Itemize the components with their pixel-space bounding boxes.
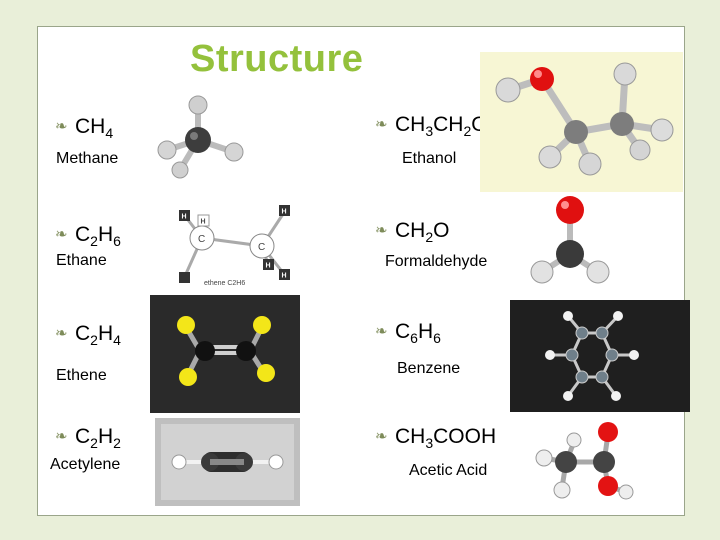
name-acetic-acid: Acetic Acid bbox=[409, 462, 488, 479]
formula-subscript: 6 bbox=[410, 330, 418, 346]
ethane-atom-label: H bbox=[282, 209, 287, 216]
leaf-bullet-icon: ❧ bbox=[375, 116, 388, 133]
leaf-bullet-icon: ❧ bbox=[375, 428, 388, 445]
formula-subscript: 2 bbox=[90, 435, 98, 451]
formula-subscript: 2 bbox=[425, 229, 434, 245]
formula-text: C bbox=[75, 322, 91, 345]
leaf-bullet-icon: ❧ bbox=[375, 222, 388, 239]
formula-methane: ❧ CH4 bbox=[55, 115, 113, 141]
formula-ethene: ❧ C2H4 bbox=[55, 322, 121, 348]
formula-text: COOH bbox=[433, 425, 497, 448]
ethane-diagram-caption: ethene C2H6 bbox=[204, 280, 245, 287]
name-ethanol: Ethanol bbox=[402, 150, 457, 167]
leaf-bullet-icon: ❧ bbox=[55, 118, 68, 135]
formula-text: CH bbox=[395, 219, 426, 242]
methane-model-image bbox=[150, 90, 250, 180]
leaf-bullet-icon: ❧ bbox=[55, 226, 68, 243]
formula-subscript: 4 bbox=[105, 125, 114, 141]
benzene-model-image bbox=[510, 300, 690, 412]
formula-text: H bbox=[97, 322, 114, 345]
formula-text: H bbox=[97, 425, 114, 448]
formula-text: CH bbox=[395, 425, 426, 448]
formula-text: C bbox=[75, 425, 91, 448]
ethane-atom-label: C bbox=[198, 234, 205, 245]
formula-acetic-acid: ❧ CH3COOH bbox=[375, 425, 496, 451]
formula-subscript: 6 bbox=[113, 233, 121, 249]
ethanol-model-image bbox=[480, 52, 683, 192]
formula-text: C bbox=[395, 320, 411, 343]
ethane-atom-label: H bbox=[266, 263, 271, 270]
ethane-atom-label: C bbox=[258, 242, 265, 253]
formula-subscript: 2 bbox=[90, 233, 98, 249]
name-benzene: Benzene bbox=[397, 360, 461, 377]
formula-text: C bbox=[75, 223, 91, 246]
formula-ethane: ❧ C2H6 bbox=[55, 223, 121, 249]
formula-subscript: 2 bbox=[463, 123, 472, 139]
ethane-atom-label: H bbox=[182, 214, 187, 221]
leaf-bullet-icon: ❧ bbox=[55, 428, 68, 445]
formula-text: CH bbox=[395, 113, 426, 136]
leaf-bullet-icon: ❧ bbox=[375, 323, 388, 340]
formula-subscript: 2 bbox=[90, 332, 98, 348]
formaldehyde-model-image bbox=[520, 192, 620, 288]
ethane-atom-label: H bbox=[282, 273, 287, 280]
formula-text: O bbox=[433, 219, 450, 242]
ethane-diagram-image: H H C C H H H ethene C2H6 bbox=[172, 200, 300, 292]
name-methane: Methane bbox=[56, 150, 119, 167]
acetylene-model-image bbox=[155, 418, 300, 506]
name-ethene: Ethene bbox=[56, 367, 107, 384]
slide-title: Structure bbox=[190, 38, 364, 80]
formula-benzene: ❧C6H6 bbox=[375, 320, 441, 346]
name-ethane: Ethane bbox=[56, 252, 107, 269]
formula-text: H bbox=[417, 320, 434, 343]
formula-text: CH bbox=[433, 113, 464, 136]
formula-subscript: 3 bbox=[425, 123, 434, 139]
leaf-bullet-icon: ❧ bbox=[55, 325, 68, 342]
formula-text: CH bbox=[75, 115, 106, 138]
acetic-acid-model-image bbox=[522, 418, 650, 506]
formula-subscript: 4 bbox=[113, 332, 121, 348]
formula-text: H bbox=[97, 223, 114, 246]
name-acetylene: Acetylene bbox=[50, 456, 121, 473]
formula-subscript: 6 bbox=[433, 330, 441, 346]
name-formaldehyde: Formaldehyde bbox=[385, 253, 488, 270]
formula-acetylene: ❧C2H2 bbox=[55, 425, 121, 451]
formula-formaldehyde: ❧ CH2O bbox=[375, 219, 449, 245]
formula-subscript: 3 bbox=[425, 435, 434, 451]
formula-subscript: 2 bbox=[113, 435, 121, 451]
ethane-atom-label: H bbox=[201, 219, 206, 226]
ethene-model-image bbox=[150, 295, 300, 413]
